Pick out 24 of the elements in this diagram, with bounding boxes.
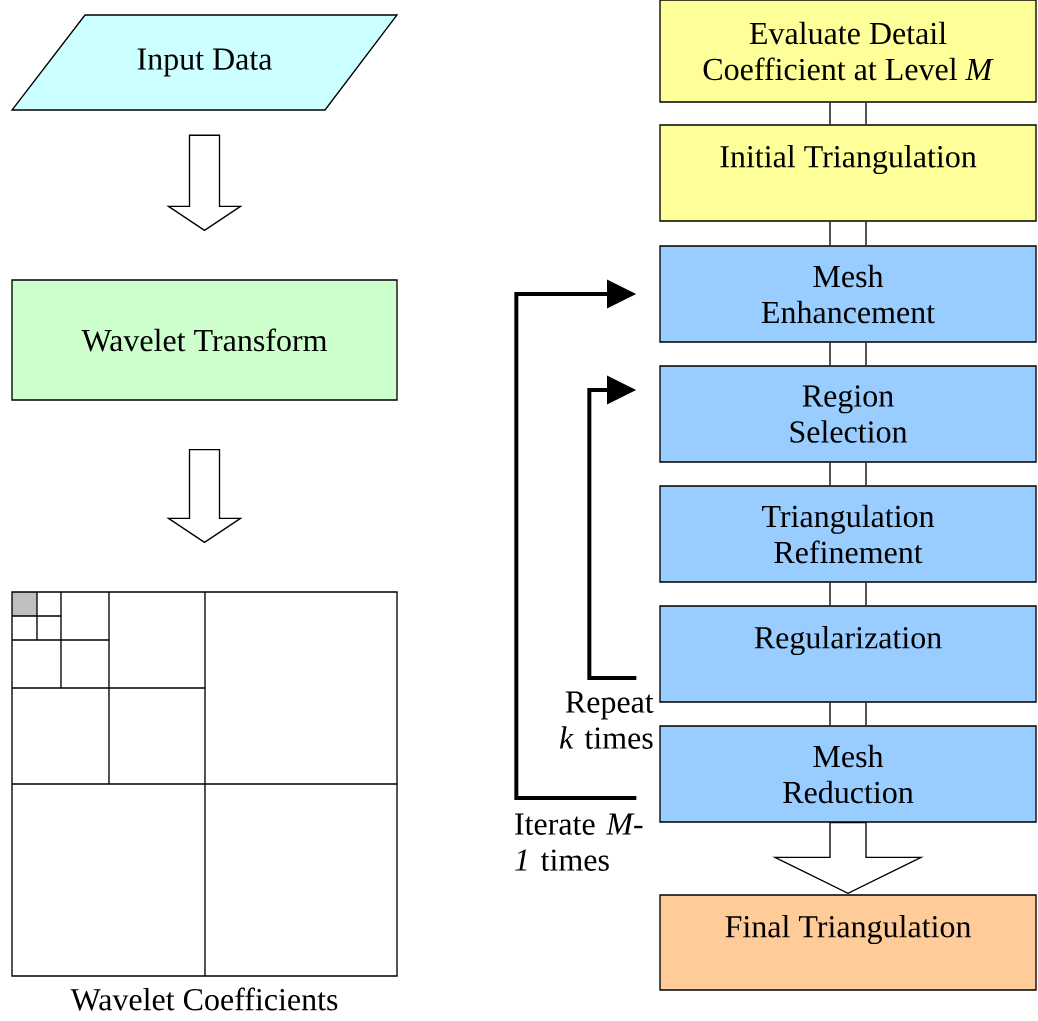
node-label: Wavelet Coefficients (70, 987, 338, 1011)
coefficient-grid-drawing (11, 591, 398, 977)
process-box: Mesh Enhancement (659, 245, 1037, 343)
process-box: Triangulation Refinement (659, 485, 1037, 583)
connector-lines (829, 462, 867, 486)
process-box: Region Selection (659, 365, 1037, 463)
block-arrow (166, 449, 243, 544)
process-box: Evaluate Detail Coefficient at Level M (659, 0, 1037, 103)
process-box: Final Triangulation (659, 894, 1037, 991)
edge-label: Iterate M-1 times (512, 812, 656, 873)
block-arrow (166, 134, 243, 232)
loop-arrow (587, 375, 637, 680)
connector-lines (829, 342, 867, 366)
connector-lines (829, 221, 867, 246)
connector-lines (829, 582, 867, 606)
process-box: Initial Triangulation (659, 124, 1037, 222)
process-box: Wavelet Transform (11, 279, 398, 401)
connector-lines (829, 102, 867, 125)
loop-arrow (514, 279, 637, 800)
edge-label: Repeat k times (552, 690, 656, 751)
connector-lines (829, 702, 867, 726)
process-box: Regularization (659, 605, 1037, 703)
process-box: Mesh Reduction (659, 725, 1037, 823)
block-arrow (772, 822, 924, 895)
